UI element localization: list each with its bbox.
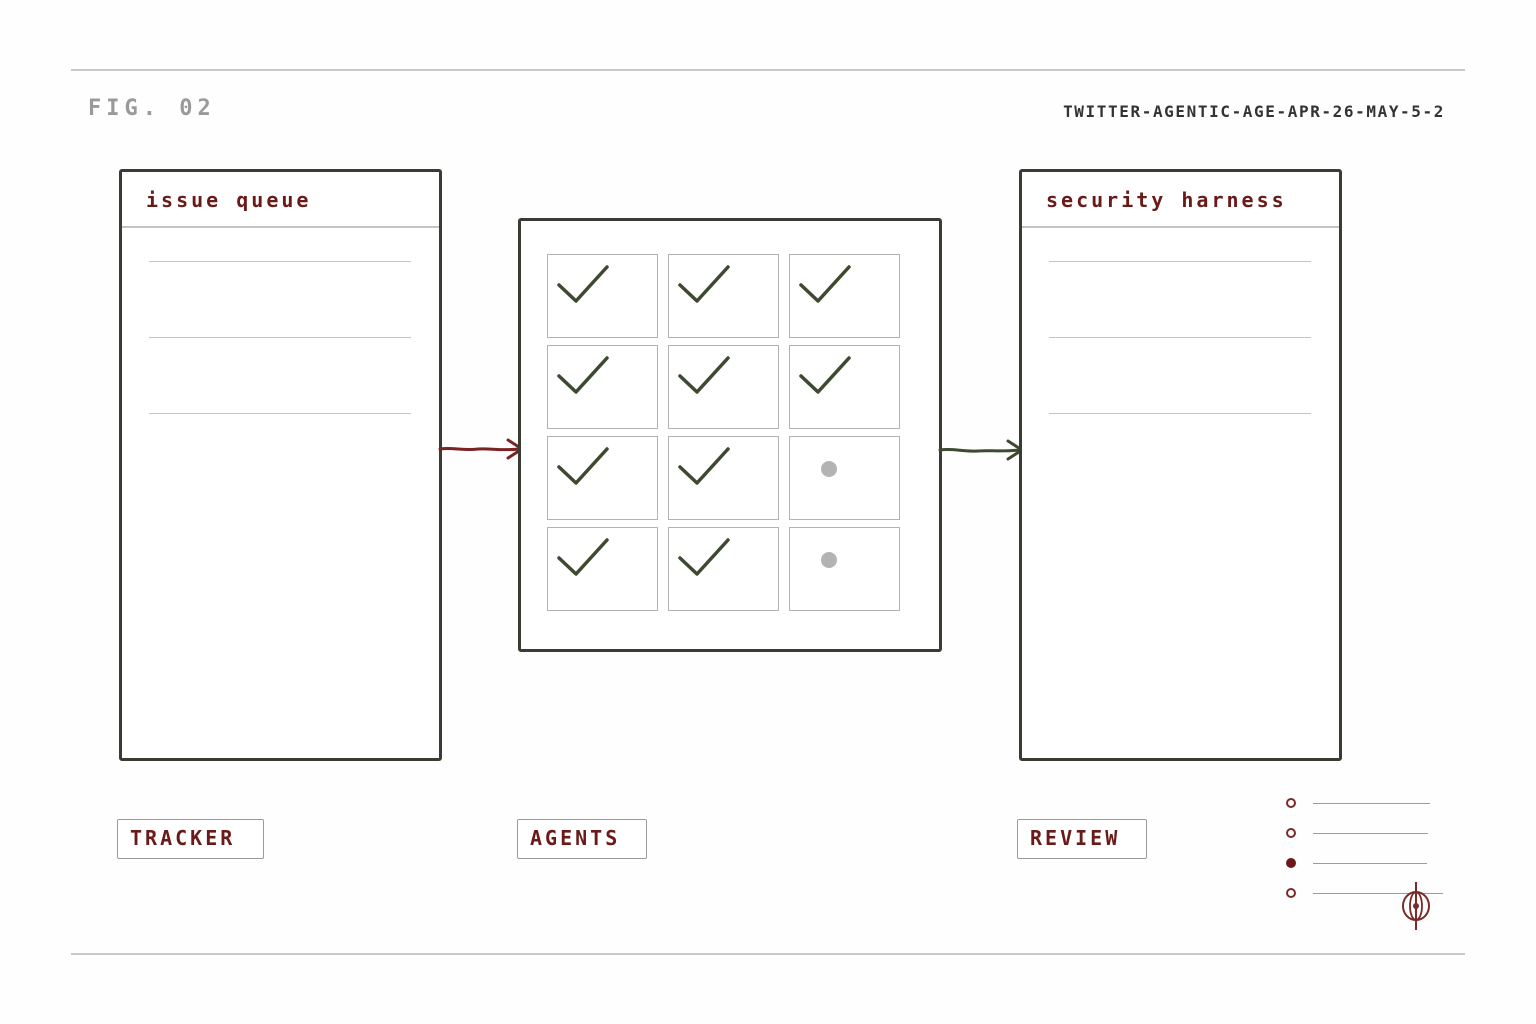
issue-queue-title: issue queue bbox=[122, 172, 439, 228]
legend-open-dot-icon bbox=[1286, 828, 1296, 838]
check-icon bbox=[557, 538, 609, 576]
check-icon bbox=[799, 356, 851, 394]
legend bbox=[1280, 795, 1450, 935]
check-icon bbox=[557, 356, 609, 394]
check-icon bbox=[557, 447, 609, 485]
agent-cell bbox=[668, 527, 779, 611]
pending-dot-icon bbox=[821, 552, 837, 568]
legend-item bbox=[1280, 885, 1443, 901]
compass-mark-icon bbox=[1402, 882, 1430, 930]
figure-label: FIG. 02 bbox=[88, 96, 216, 121]
document-id: TWITTER-AGENTIC-AGE-APR-26-MAY-5-2 bbox=[1063, 102, 1445, 121]
bottom-rule bbox=[71, 953, 1465, 955]
queue-line bbox=[149, 413, 411, 414]
check-icon bbox=[678, 538, 730, 576]
agent-cell bbox=[789, 254, 900, 338]
tracker-tag: TRACKER bbox=[117, 819, 264, 859]
issue-queue-panel: issue queue bbox=[119, 169, 442, 761]
agent-cell bbox=[547, 345, 658, 429]
harness-line bbox=[1049, 261, 1311, 262]
legend-filled-dot-icon bbox=[1286, 858, 1296, 868]
agent-cell bbox=[547, 436, 658, 520]
harness-line bbox=[1049, 413, 1311, 414]
security-harness-panel: security harness bbox=[1019, 169, 1342, 761]
agents-tag: AGENTS bbox=[517, 819, 647, 859]
check-icon bbox=[678, 356, 730, 394]
check-icon bbox=[799, 265, 851, 303]
agents-panel bbox=[518, 218, 942, 652]
check-icon bbox=[678, 447, 730, 485]
queue-line bbox=[149, 337, 411, 338]
check-icon bbox=[557, 265, 609, 303]
review-tag: REVIEW bbox=[1017, 819, 1147, 859]
agent-cell bbox=[547, 527, 658, 611]
check-icon bbox=[678, 265, 730, 303]
legend-item bbox=[1280, 855, 1440, 871]
agent-cell bbox=[547, 254, 658, 338]
agent-cell bbox=[668, 254, 779, 338]
legend-open-dot-icon bbox=[1286, 888, 1296, 898]
pending-dot-icon bbox=[821, 461, 837, 477]
legend-line bbox=[1313, 803, 1430, 804]
arrow-to-agents bbox=[438, 438, 524, 460]
arrow-to-review bbox=[938, 439, 1024, 461]
legend-line bbox=[1313, 833, 1428, 834]
agent-cell bbox=[668, 345, 779, 429]
legend-item bbox=[1280, 795, 1440, 811]
agent-cell bbox=[789, 345, 900, 429]
legend-line bbox=[1313, 893, 1443, 894]
harness-line bbox=[1049, 337, 1311, 338]
agent-cell bbox=[789, 436, 900, 520]
agent-cell bbox=[789, 527, 900, 611]
legend-line bbox=[1313, 863, 1427, 864]
queue-line bbox=[149, 261, 411, 262]
top-rule bbox=[71, 69, 1465, 71]
legend-open-dot-icon bbox=[1286, 798, 1296, 808]
agent-cell bbox=[668, 436, 779, 520]
legend-item bbox=[1280, 825, 1440, 841]
security-harness-title: security harness bbox=[1022, 172, 1339, 228]
